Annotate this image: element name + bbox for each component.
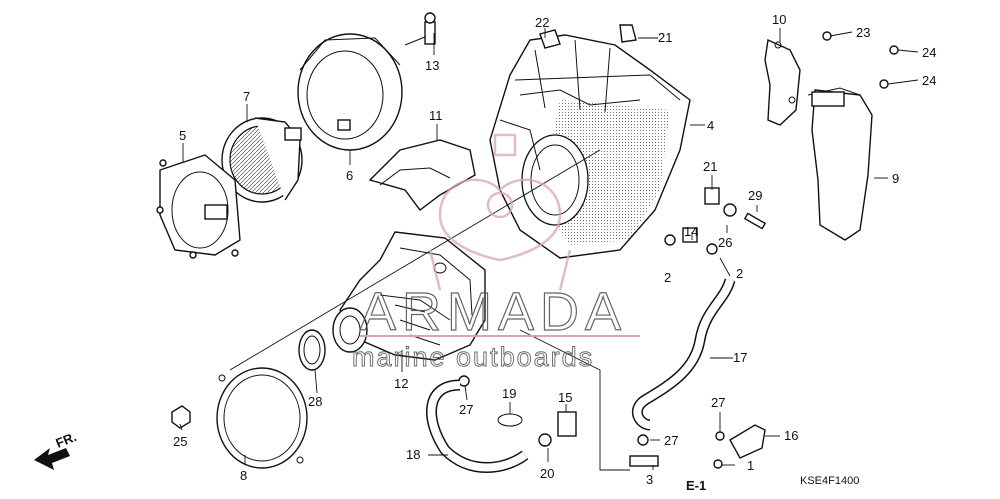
callout-11: 11 bbox=[429, 108, 443, 123]
callout-5: 5 bbox=[179, 128, 186, 143]
callout-19: 19 bbox=[502, 386, 516, 401]
callout-17: 17 bbox=[733, 350, 747, 365]
callout-7: 7 bbox=[243, 89, 250, 104]
callout-12: 12 bbox=[394, 376, 408, 391]
callout-24a: 24 bbox=[922, 45, 936, 60]
front-direction-label: FR. bbox=[54, 429, 79, 451]
callout-18: 18 bbox=[406, 447, 420, 462]
air-cleaner-cover bbox=[807, 87, 873, 241]
connecting-tube bbox=[332, 231, 486, 361]
callout-2b: 2 bbox=[736, 266, 743, 281]
callout-27c: 27 bbox=[664, 433, 678, 448]
callout-24b: 24 bbox=[922, 73, 936, 88]
callout-21b: 21 bbox=[703, 159, 717, 174]
air-cleaner-element bbox=[221, 117, 303, 203]
diagram-code: KSE4F1400 bbox=[800, 475, 859, 487]
callout-6: 6 bbox=[346, 168, 353, 183]
air-cleaner-case bbox=[489, 34, 720, 259]
breather-tube-18 bbox=[426, 379, 529, 473]
callout-26: 26 bbox=[718, 235, 732, 250]
callout-3: 3 bbox=[646, 472, 653, 487]
small-hardware bbox=[171, 24, 899, 469]
callout-28: 28 bbox=[308, 394, 322, 409]
watermark-brand: ARMADA bbox=[360, 282, 627, 342]
watermark: ARMADA marine outboards bbox=[352, 133, 640, 372]
breather-tube-17 bbox=[631, 278, 736, 431]
screw-13 bbox=[404, 12, 436, 46]
watermark-tagline: marine outboards bbox=[352, 342, 594, 372]
element-seal bbox=[297, 33, 403, 151]
callout-1: 1 bbox=[747, 458, 754, 473]
drain-plug bbox=[729, 424, 766, 459]
callout-13: 13 bbox=[425, 58, 439, 73]
element-holder bbox=[156, 154, 241, 259]
callout-9: 9 bbox=[892, 171, 899, 186]
callout-8: 8 bbox=[240, 468, 247, 483]
callout-21a: 21 bbox=[658, 30, 672, 45]
connecting-tube-bracket bbox=[368, 139, 476, 211]
callout-29: 29 bbox=[748, 188, 762, 203]
callout-labels: 5 7 6 11 13 22 21 4 21 10 23 24 24 9 29 … bbox=[173, 12, 936, 487]
cover-bracket bbox=[764, 38, 801, 126]
callout-4: 4 bbox=[707, 118, 714, 133]
callout-27b: 27 bbox=[711, 395, 725, 410]
callout-14: 14 bbox=[684, 224, 698, 239]
view-tag: E-1 bbox=[686, 478, 706, 493]
callout-20: 20 bbox=[540, 466, 554, 481]
tube-band bbox=[298, 329, 326, 371]
callout-15: 15 bbox=[558, 390, 572, 405]
callout-16: 16 bbox=[784, 428, 798, 443]
callout-22: 22 bbox=[535, 15, 549, 30]
callout-23: 23 bbox=[856, 25, 870, 40]
gasket bbox=[216, 367, 308, 469]
front-direction-marker: FR. bbox=[34, 429, 79, 470]
callout-2a: 2 bbox=[664, 270, 671, 285]
callout-10: 10 bbox=[772, 12, 786, 27]
leader-lines bbox=[179, 28, 919, 471]
callout-27a: 27 bbox=[459, 402, 473, 417]
callout-25: 25 bbox=[173, 434, 187, 449]
